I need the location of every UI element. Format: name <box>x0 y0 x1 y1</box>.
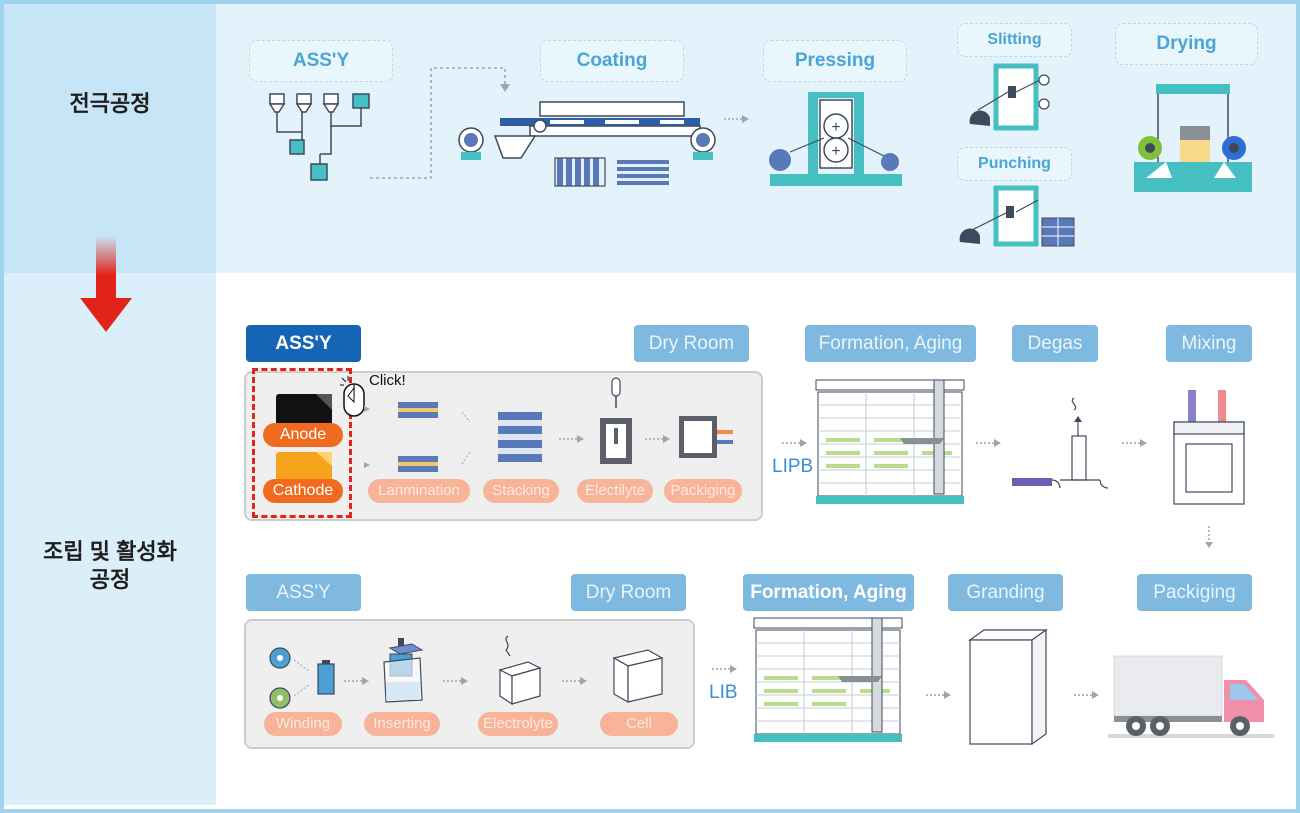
mixing-cell-illustration <box>1173 390 1245 505</box>
lipb-step-assy: ASS'Y <box>246 325 361 362</box>
anode-label: Anode <box>263 423 343 447</box>
cathode-label: Cathode <box>263 479 343 503</box>
lipb-flow-label: LIPB <box>772 456 814 477</box>
electrode-section-sidebar <box>4 4 216 273</box>
arrow-right-icon <box>926 691 951 699</box>
arrow-right-icon <box>645 435 670 443</box>
arrow-right-icon <box>1074 691 1099 699</box>
selection-highlight <box>252 368 352 518</box>
arrow-right-icon <box>782 439 807 447</box>
winding-illustration <box>269 647 335 709</box>
flow-connector-dashed <box>370 67 510 179</box>
electrolyte-label: Electilyte <box>577 479 653 503</box>
assembly-section-sidebar <box>4 273 216 805</box>
formation-rack-illustration <box>815 379 965 504</box>
cathode-sheet-icon <box>276 452 332 484</box>
lib-step-formation-aging: Formation, Aging <box>743 574 914 611</box>
electrode-process-title: 전극공정 <box>69 91 151 116</box>
arrow-right-icon <box>344 677 369 685</box>
electrode-step-coating: Coating <box>540 40 684 82</box>
lib-step-packaging: Packiging <box>1137 574 1252 611</box>
svg-text:+: + <box>831 143 840 160</box>
lamination-illustration <box>364 402 471 472</box>
lib-step-granding: Granding <box>948 574 1063 611</box>
click-callout: Click! <box>369 372 406 389</box>
lib-step-assy: ASS'Y <box>246 574 361 611</box>
arrow-right-icon <box>562 677 587 685</box>
inserting-label: Inserting <box>364 712 440 736</box>
electrode-step-assy: ASS'Y <box>249 40 393 82</box>
red-down-arrow-icon <box>80 236 132 332</box>
packaging-label: Packiging <box>664 479 742 503</box>
arrow-right-icon <box>712 665 737 673</box>
arrow-right-icon <box>559 435 584 443</box>
lipb-step-formation-aging: Formation, Aging <box>805 325 976 362</box>
lib-flow-label: LIB <box>709 682 738 703</box>
electrode-step-punching: Punching <box>957 147 1072 181</box>
coating-machine-illustration <box>458 101 716 187</box>
arrow-down-icon <box>1205 526 1213 548</box>
mixer-tanks-illustration <box>268 93 370 181</box>
electrode-step-slitting: Slitting <box>957 23 1072 57</box>
stacking-illustration <box>498 412 542 462</box>
arrow-right-icon <box>724 115 749 123</box>
formation-rack-illustration-lib <box>753 617 903 742</box>
lib-step-dry-room: Dry Room <box>571 574 686 611</box>
stacking-label: Stacking <box>483 479 559 503</box>
electrode-step-drying: Drying <box>1115 23 1258 65</box>
electrolyte-injection-illustration <box>600 377 632 464</box>
lipb-step-degas: Degas <box>1012 325 1098 362</box>
cell-label: Cell <box>600 712 678 736</box>
anode-sheet-icon <box>276 394 332 428</box>
degas-illustration <box>1012 397 1109 489</box>
electrolyte-label-lib: Electrolyte <box>478 712 558 736</box>
cell-illustration <box>612 649 664 704</box>
assembly-process-title-line2: 공정 <box>89 567 131 592</box>
mouse-cursor-icon <box>340 376 365 417</box>
assembly-process-title-line1: 조립 및 활성화 <box>43 539 177 564</box>
pouch-packaging-illustration <box>679 416 733 458</box>
arrow-right-icon <box>976 439 1001 447</box>
granding-block-illustration <box>968 628 1048 746</box>
svg-text:+: + <box>831 119 840 136</box>
drying-machine-illustration <box>1134 84 1252 192</box>
delivery-truck-icon <box>1108 655 1274 738</box>
lamination-label: Lanmination <box>368 479 470 503</box>
winding-label: Winding <box>264 712 342 736</box>
lipb-step-dry-room: Dry Room <box>634 325 749 362</box>
electrolyte-box-illustration <box>498 635 542 706</box>
electrode-step-pressing: Pressing <box>763 40 907 82</box>
inserting-illustration <box>383 638 424 703</box>
arrow-right-icon <box>443 677 468 685</box>
pressing-machine-illustration: + + <box>769 92 902 186</box>
arrow-right-icon <box>1122 439 1147 447</box>
lipb-step-mixing: Mixing <box>1166 325 1252 362</box>
punching-machine-illustration <box>959 185 1075 247</box>
slitting-machine-illustration <box>969 63 1050 131</box>
